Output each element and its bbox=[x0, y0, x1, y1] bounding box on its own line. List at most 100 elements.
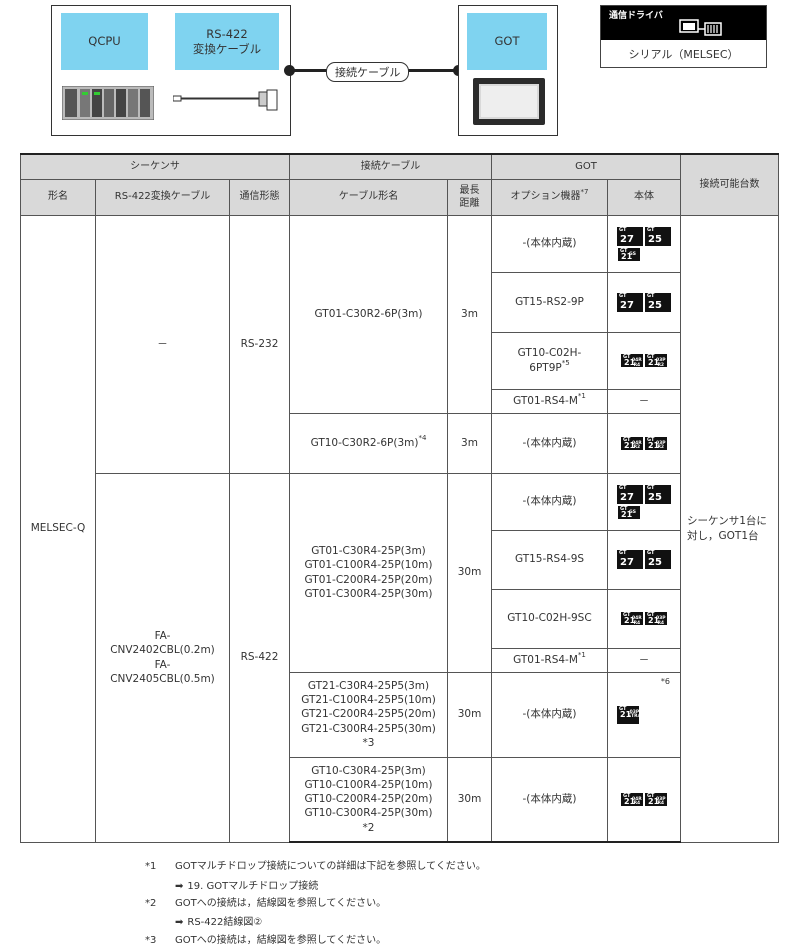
option-9-text: GT01-RS4-M bbox=[513, 653, 578, 666]
cell-option-7: GT15-RS4-9S bbox=[491, 529, 608, 590]
cell-conv-b: FA- CNV2402CBL(0.2m) FA- CNV2405CBL(0.5m… bbox=[95, 472, 230, 843]
gt25-num: 25 bbox=[648, 557, 662, 568]
cell-option-2: GT15-RS2-9P bbox=[491, 271, 608, 333]
gt21-gt: GT bbox=[647, 612, 655, 618]
gt21-num: 21 bbox=[648, 440, 660, 450]
cell-option-6: -(本体内蔵) bbox=[491, 472, 608, 531]
table-row: GT01-RS4-M*1 － bbox=[21, 388, 779, 414]
gt21-gt: GT bbox=[623, 354, 631, 360]
option-4-text: GT01-RS4-M bbox=[513, 394, 578, 407]
header-option-text: オプション機器 bbox=[510, 191, 581, 203]
header-body: 本体 bbox=[606, 178, 682, 216]
plc-rack-icon bbox=[62, 86, 154, 120]
gt25-gt: GT bbox=[647, 226, 655, 233]
option-3-text: GT10-C02H- 6PT9P bbox=[517, 347, 582, 374]
gt21-num: 21 bbox=[624, 796, 636, 806]
cell-cable-2: GT10-C30R2-6P(3m)*4 bbox=[289, 412, 448, 474]
got-label: GOT bbox=[494, 34, 520, 49]
gt27-gt: GT bbox=[619, 550, 627, 556]
cell-option-4: GT01-RS4-M*1 bbox=[491, 388, 608, 414]
gt27-gt: GT bbox=[619, 226, 627, 233]
serial-driver-icon bbox=[679, 19, 722, 36]
gt21-num: 21 bbox=[648, 616, 660, 625]
option-4-note: *1 bbox=[577, 391, 586, 400]
cell-body-4: － bbox=[606, 388, 682, 414]
cable-2-text: GT10-C30R2-6P(3m) bbox=[310, 436, 419, 449]
footnote-1-link[interactable]: ➡19. GOTマルチドロップ接続 bbox=[175, 877, 318, 892]
conversion-cable-icon bbox=[173, 89, 278, 111]
gt21-gt: GT bbox=[647, 792, 655, 799]
cell-count: シーケンサ1台に 対し，GOT1台 bbox=[680, 214, 780, 843]
header-option-note: *7 bbox=[580, 188, 589, 197]
header-cable: 接続ケーブル bbox=[289, 153, 492, 180]
header-conv-cable: RS-422変換ケーブル bbox=[95, 178, 230, 216]
header-cable-model: ケーブル形名 bbox=[289, 178, 448, 216]
gt21-gt: GT bbox=[620, 247, 628, 254]
gt21-sub: GS bbox=[629, 251, 636, 257]
cell-body-9: － bbox=[606, 647, 682, 673]
cell-option-11: -(本体内蔵) bbox=[491, 756, 608, 843]
connection-table: シーケンサ 接続ケーブル GOT 接続可能台数 形名 RS-422変換ケーブル … bbox=[20, 153, 780, 843]
gt21-sub: 03P R2 bbox=[656, 358, 666, 368]
gt21-num: 21 bbox=[621, 251, 633, 261]
footnote-1-mark: *1 bbox=[145, 861, 157, 872]
footnote-2-link[interactable]: ➡RS-422結線図② bbox=[175, 913, 262, 928]
gt21-sub: 03P ETR4 bbox=[628, 709, 641, 719]
footnote-2-link-text[interactable]: RS-422結線図② bbox=[187, 917, 263, 928]
gt21-gt: GT bbox=[647, 436, 655, 443]
option-3-note: *5 bbox=[561, 358, 570, 367]
cell-model: MELSEC-Q bbox=[20, 214, 96, 843]
footnote-2-text: GOTへの接続は，結線図を参照してください。 bbox=[175, 898, 387, 909]
got-label-box: GOT bbox=[467, 13, 547, 70]
header-got: GOT bbox=[490, 153, 682, 180]
footnote-1-text: GOTマルチドロップ接続についての詳細は下記を参照してください。 bbox=[175, 861, 486, 872]
cell-dist-4: 30m bbox=[447, 671, 492, 758]
gt27-num: 27 bbox=[620, 491, 634, 503]
gt21-num: 21 bbox=[624, 358, 636, 367]
gt21-num: 21 bbox=[648, 358, 660, 367]
table-row: FA- CNV2402CBL(0.2m) FA- CNV2405CBL(0.5m… bbox=[21, 472, 779, 843]
gt27-num: 27 bbox=[620, 299, 634, 311]
gt21-num: 21 bbox=[621, 509, 633, 519]
driver-name: シリアル（MELSEC） bbox=[628, 48, 739, 61]
table-row: MELSEC-Q － RS-232 GT01-C30R2-6P(3m) 3m -… bbox=[20, 214, 780, 843]
gt27-num: 27 bbox=[620, 557, 634, 568]
communication-driver-box: 通信ドライバ シリアル（MELSEC） bbox=[600, 5, 767, 68]
header-sequencer: シーケンサ bbox=[20, 153, 290, 180]
cell-cable-5: GT10-C30R4-25P(3m) GT10-C100R4-25P(10m) … bbox=[289, 756, 448, 843]
gt21-num: 21 bbox=[624, 440, 636, 450]
gt25-num: 25 bbox=[648, 491, 662, 503]
gt25-gt: GT bbox=[647, 484, 655, 491]
header-comm: 通信形態 bbox=[229, 178, 290, 216]
gt25-num: 25 bbox=[648, 299, 662, 311]
header-model: 形名 bbox=[20, 178, 96, 216]
footnote-1-link-text[interactable]: 19. GOTマルチドロップ接続 bbox=[187, 881, 319, 892]
gt21-gt: GT bbox=[623, 612, 631, 618]
gt21-gt: GT bbox=[647, 354, 655, 360]
cell-comm-b: RS-422 bbox=[229, 472, 290, 843]
